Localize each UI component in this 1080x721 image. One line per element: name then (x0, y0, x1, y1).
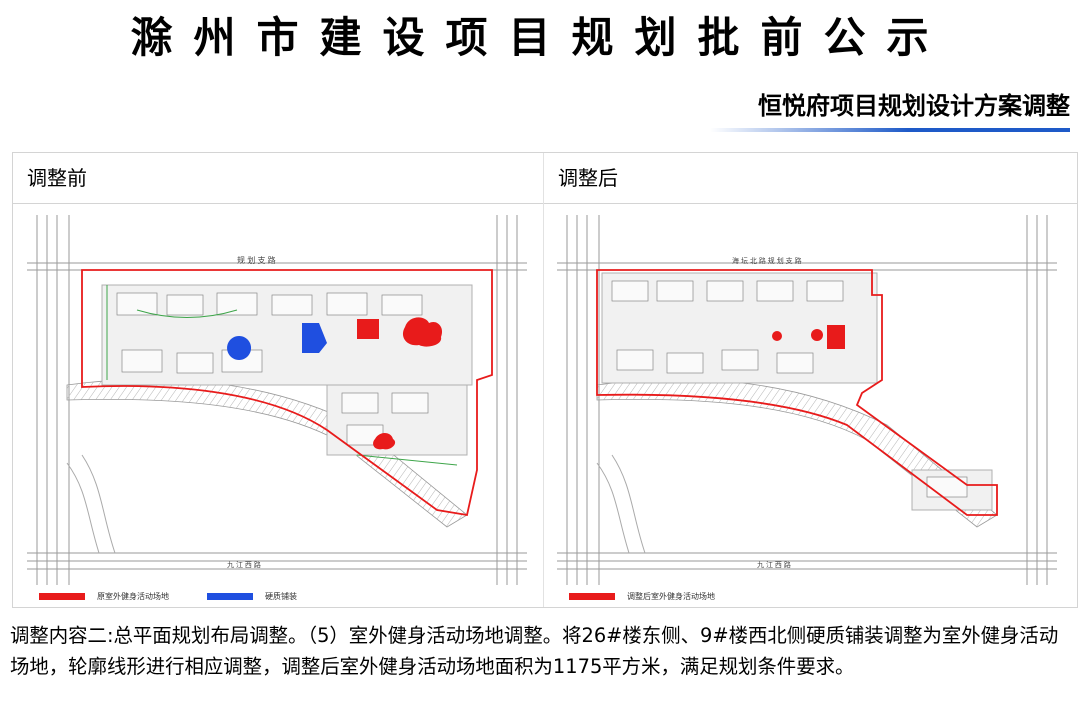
before-label: 调整前 (27, 166, 87, 190)
panel-divider (543, 153, 544, 607)
site-boundary (596, 269, 998, 516)
site-boundary (81, 269, 493, 517)
paved-area-2 (302, 323, 327, 353)
comparison-header: 调整前 调整后 (13, 153, 1077, 204)
road-label-bottom: 九 江 西 路 (757, 560, 791, 569)
paved-area-1 (227, 336, 252, 360)
road-label-top: 规 划 支 路 (237, 255, 276, 265)
roads (557, 215, 1057, 585)
fitness-area-1 (357, 319, 379, 339)
legend-swatch-fitness-adjusted (569, 593, 615, 600)
legend-swatch-paving (207, 593, 253, 600)
legend-label-fitness-original: 原室外健身活动场地 (97, 592, 169, 601)
fitness-area-3 (373, 433, 396, 450)
project-subtitle-block: 恒悦府项目规划设计方案调整 (710, 86, 1070, 132)
legend-label-fitness-adjusted: 调整后室外健身活动场地 (627, 592, 715, 601)
subtitle-underline (710, 128, 1070, 132)
fitness-area-1 (772, 331, 782, 341)
road-label-bottom: 九 江 西 路 (227, 560, 261, 569)
fitness-area-2 (402, 317, 443, 347)
legend-label-paving: 硬质铺装 (265, 592, 297, 601)
legend-before: 原室外健身活动场地 硬质铺装 (39, 591, 297, 602)
legend-swatch-fitness-original (39, 593, 85, 600)
road-label-top: 海 坛 北 路 规 划 支 路 (732, 256, 802, 265)
after-label: 调整后 (558, 166, 618, 190)
green-paths (106, 285, 458, 466)
legend-after: 调整后室外健身活动场地 (569, 591, 715, 602)
site-plan-before: 规 划 支 路 九 江 西 路 (27, 215, 527, 585)
site-plan-after: 海 坛 北 路 规 划 支 路 九 江 西 路 (557, 215, 1057, 585)
buildings (611, 280, 968, 498)
fitness-area-2 (811, 329, 823, 341)
page-title: 滁州市建设项目规划批前公示 (130, 13, 950, 62)
project-subtitle: 恒悦府项目规划设计方案调整 (758, 92, 1070, 120)
comparison-panel: 调整前 调整后 (12, 152, 1078, 608)
fitness-area-3 (827, 325, 845, 349)
adjustment-description: 调整内容二:总平面规划布局调整。（5）室外健身活动场地调整。将26#楼东侧、9#… (10, 624, 1059, 678)
buildings (116, 292, 429, 446)
